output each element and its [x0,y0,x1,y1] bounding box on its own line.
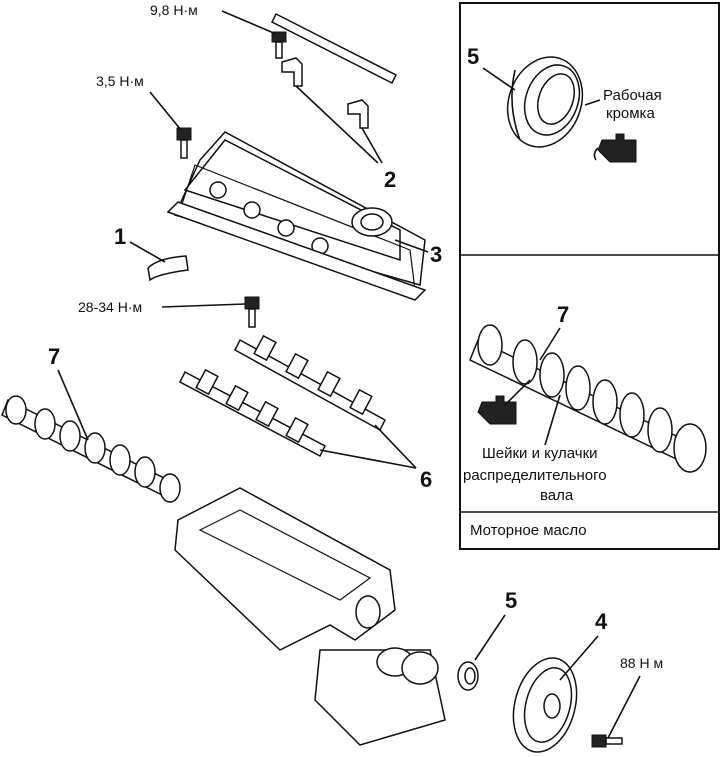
legend-engine-oil: Моторное масло [470,522,587,539]
callout-1: 1 [114,224,126,249]
hose [147,255,189,282]
bolt-sprocket [591,734,623,748]
torque-label-9-8: 9,8 Н·м [150,2,198,18]
inset-panel: 5 Рабочая кромка 7 Шейки и ку [459,2,720,550]
torque-label-3-5: 3,5 Н·м [96,73,144,89]
oil-can-icon [593,133,637,163]
oil-seal-main [457,661,479,691]
torque-label-88: 88 Н м [620,655,663,671]
bolt-cover [176,127,192,159]
callout-5-main: 5 [505,588,517,613]
oil-can-icon [477,379,531,425]
bolt-rocker [244,296,260,328]
oil-seal-inset [506,56,584,148]
torque-label-28-34: 28-34 Н·м [78,299,142,315]
camshaft-inset [469,324,707,473]
valve-cover [173,131,426,291]
callout-3: 3 [430,242,442,267]
camshaft-sprocket [512,657,578,753]
cylinder-head [174,487,446,746]
rocker-shaft-upper [234,334,386,432]
cam-note-line3: вала [540,487,574,504]
cover-gasket [166,201,427,301]
rocker-shaft-lower [179,368,326,458]
cam-note-line1: Шейки и кулачки [482,445,598,462]
callout-4: 4 [595,609,608,634]
cam-note-line2: распределительного [463,467,607,484]
seal-note-line1: Рабочая [603,87,662,104]
callout-7-inset: 7 [557,302,569,327]
clip-right [347,99,369,129]
clip-left [281,57,303,87]
bolt-top [271,31,287,59]
callout-7-main: 7 [48,344,60,369]
callout-5-inset: 5 [467,44,479,69]
camshaft-main [1,395,181,503]
seal-note-line2: кромка [606,105,655,122]
gasket-strip [270,12,398,85]
callout-6: 6 [420,467,432,492]
callout-2: 2 [384,167,396,192]
